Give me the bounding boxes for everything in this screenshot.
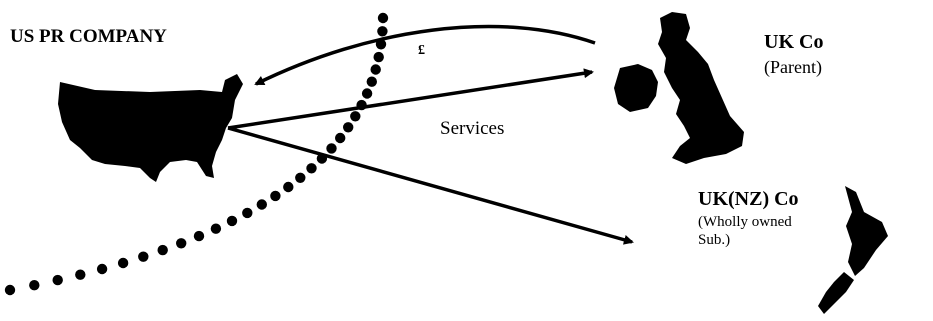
uk-entity-name: UK Co (764, 31, 824, 53)
boundary-dot (75, 269, 86, 280)
boundary-dot (326, 143, 337, 154)
boundary-dot (138, 251, 149, 262)
boundary-dot (356, 99, 367, 111)
new-zealand-north-island-map-icon (845, 186, 888, 276)
boundary-dot (52, 274, 63, 286)
great-britain-map-icon (658, 12, 744, 164)
boundary-dot (377, 26, 388, 37)
boundary-dot (295, 172, 306, 183)
boundary-dot (157, 244, 168, 256)
boundary-dot (366, 76, 377, 87)
uk-entity-role: (Parent) (764, 57, 822, 77)
boundary-dot (193, 230, 205, 242)
boundary-dot (96, 263, 108, 275)
us-entity-label: US PR COMPANY (10, 26, 167, 47)
services-flow-arrow (227, 68, 594, 130)
payment-flow-arrow (254, 24, 596, 86)
boundary-dot (350, 111, 361, 122)
boundary-dot (270, 190, 281, 202)
payment-flow-label: £ (418, 43, 425, 58)
boundary-dot (29, 280, 40, 291)
boundary-dot (226, 215, 238, 227)
boundary-dot (4, 284, 16, 296)
nz-entity-role: (Wholly owned Sub.) (698, 214, 792, 248)
boundary-dot (283, 181, 294, 193)
boundary-dot (335, 132, 346, 144)
boundary-dot (306, 163, 317, 174)
boundary-dot (377, 12, 389, 24)
boundary-dot (176, 238, 187, 249)
nz-flow-arrow (227, 126, 634, 245)
new-zealand-south-island-map-icon (818, 272, 854, 314)
boundary-dot (370, 64, 381, 75)
boundary-dot (117, 257, 129, 269)
ireland-map-icon (614, 64, 658, 112)
boundary-dot (373, 51, 384, 63)
services-flow-label: Services (440, 118, 505, 139)
jurisdiction-boundary-dotted-line (4, 12, 389, 296)
boundary-dot (343, 122, 354, 133)
nz-entity-name: UK(NZ) Co (698, 188, 799, 210)
usa-map-icon (58, 74, 243, 182)
boundary-dot (242, 207, 253, 219)
boundary-dot (210, 223, 222, 234)
boundary-dot (361, 88, 373, 99)
boundary-dot (316, 153, 328, 164)
boundary-dot (375, 39, 387, 50)
boundary-dot (256, 199, 267, 210)
